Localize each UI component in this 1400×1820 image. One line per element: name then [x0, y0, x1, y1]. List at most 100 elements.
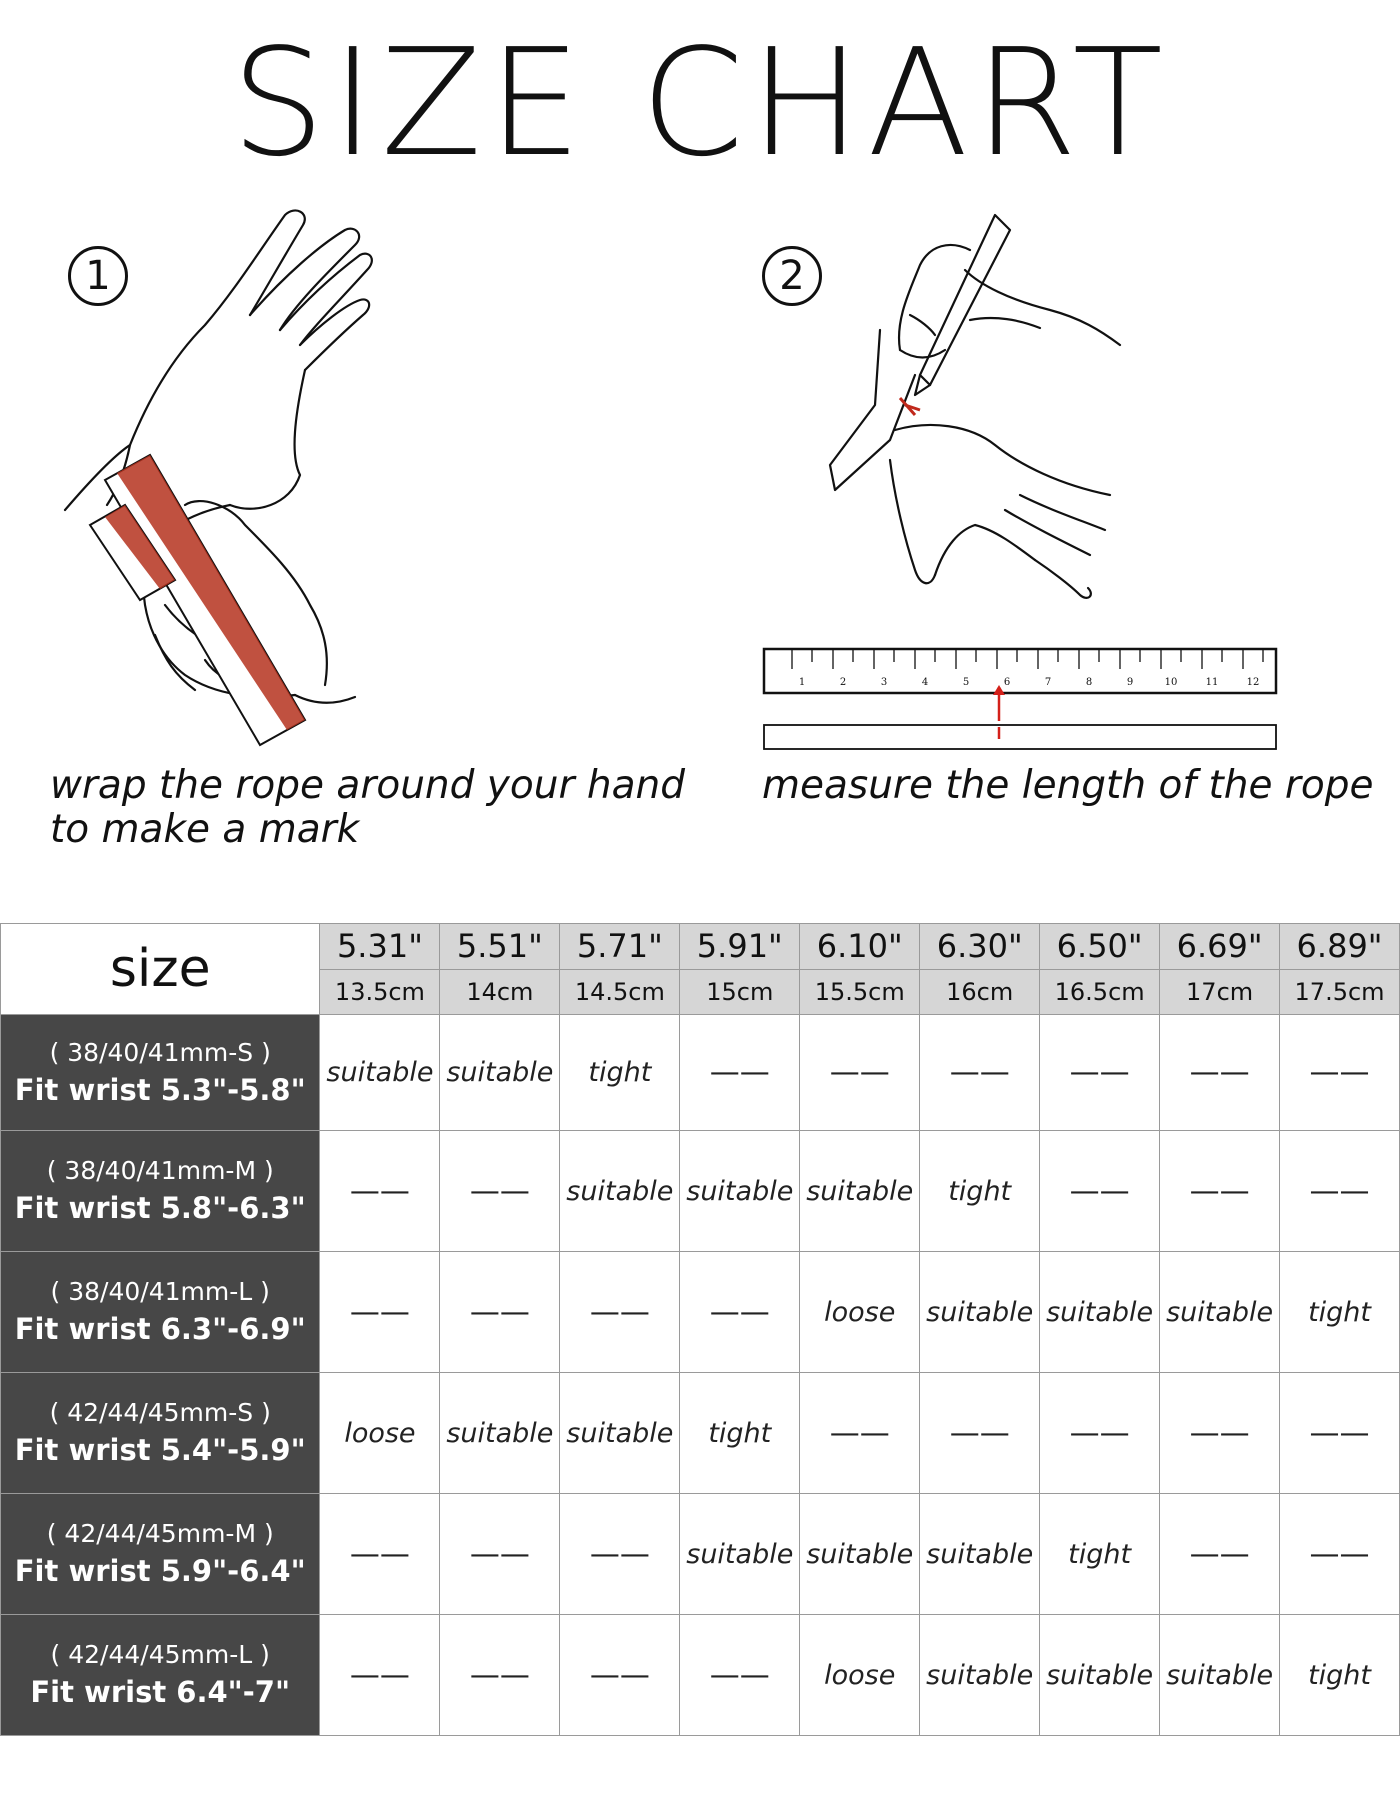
fit-cell: loose — [319, 1372, 441, 1494]
step-2-caption: measure the length of the rope — [762, 764, 1374, 808]
ruler-tick: 1 — [799, 677, 805, 688]
fit-cell: suitable — [919, 1614, 1041, 1736]
fit-cell: —— — [1279, 1014, 1400, 1131]
fit-cell: —— — [679, 1251, 801, 1373]
fit-cell: suitable — [439, 1372, 561, 1494]
ruler-tick: 9 — [1127, 677, 1133, 688]
fit-cell: —— — [799, 1014, 921, 1131]
fit-cell: —— — [439, 1493, 561, 1615]
fit-cell: suitable — [559, 1130, 681, 1252]
row-model: ( 38/40/41mm-M ) — [46, 1156, 274, 1185]
ruler-tick: 6 — [1004, 677, 1010, 688]
column-inches: 5.31" — [319, 923, 441, 970]
row-fit: Fit wrist 5.9"-6.4" — [14, 1554, 306, 1588]
size-table: size 5.31" 5.51" 5.71" 5.91" 6.10" 6.30"… — [0, 923, 1400, 1736]
fit-cell: suitable — [919, 1493, 1041, 1615]
row-header: ( 42/44/45mm-M )Fit wrist 5.9"-6.4" — [0, 1493, 321, 1615]
fit-cell: suitable — [919, 1251, 1041, 1373]
column-cm: 16cm — [919, 968, 1041, 1015]
row-header: ( 38/40/41mm-M ) Fit wrist 5.8"-6.3" — [0, 1130, 321, 1252]
column-cm: 16.5cm — [1039, 968, 1161, 1015]
fit-cell: loose — [799, 1614, 921, 1736]
row-header: ( 42/44/45mm-S )Fit wrist 5.4"-5.9" — [0, 1372, 321, 1494]
fit-cell: suitable — [799, 1493, 921, 1615]
fit-cell: —— — [1279, 1493, 1400, 1615]
fit-cell: tight — [1279, 1614, 1400, 1736]
ruler-tick: 3 — [881, 677, 887, 688]
table-row: ( 42/44/45mm-L )Fit wrist 6.4"-7"———————… — [0, 1614, 1400, 1736]
step-1-caption: wrap the rope around your hand to make a… — [50, 764, 685, 852]
fit-cell: —— — [319, 1614, 441, 1736]
row-fit: Fit wrist 6.4"-7" — [30, 1675, 291, 1709]
fit-cell: —— — [559, 1614, 681, 1736]
row-fit: Fit wrist 5.3"-5.8" — [14, 1072, 306, 1107]
fit-cell: —— — [1279, 1130, 1400, 1252]
column-inches: 6.50" — [1039, 923, 1161, 970]
size-header: size — [0, 923, 321, 1015]
ruler-tick: 5 — [963, 677, 969, 688]
ruler-tick: 12 — [1247, 677, 1260, 688]
hand-wrap-illustration — [63, 209, 373, 747]
fit-cell: —— — [439, 1614, 561, 1736]
ruler-tick: 8 — [1086, 677, 1092, 688]
row-model: ( 38/40/41mm-S ) — [49, 1037, 271, 1067]
fit-cell: suitable — [1159, 1251, 1281, 1373]
column-inches: 5.71" — [559, 923, 681, 970]
hand-pen-illustration — [828, 213, 1122, 599]
fit-cell: suitable — [679, 1130, 801, 1252]
column-cm: 14cm — [439, 968, 561, 1015]
fit-cell: —— — [1279, 1372, 1400, 1494]
fit-cell: —— — [319, 1130, 441, 1252]
column-inches: 5.51" — [439, 923, 561, 970]
fit-cell: suitable — [439, 1014, 561, 1131]
fit-cell: —— — [1039, 1372, 1161, 1494]
fit-cell: tight — [1039, 1493, 1161, 1615]
row-model: ( 42/44/45mm-L ) — [50, 1640, 270, 1669]
row-header: ( 38/40/41mm-L )Fit wrist 6.3"-6.9" — [0, 1251, 321, 1373]
fit-cell: loose — [799, 1251, 921, 1373]
fit-cell: —— — [439, 1251, 561, 1373]
ruler-tick: 7 — [1045, 677, 1051, 688]
column-inches: 6.10" — [799, 923, 921, 970]
fit-cell: suitable — [559, 1372, 681, 1494]
column-inches: 5.91" — [679, 923, 801, 970]
step-2-number: 2 — [762, 246, 822, 306]
fit-cell: —— — [319, 1493, 441, 1615]
fit-cell: suitable — [1039, 1614, 1161, 1736]
row-header: ( 42/44/45mm-L ) Fit wrist 6.4"-7" — [0, 1614, 321, 1736]
table-row: ( 42/44/45mm-S )Fit wrist 5.4"-5.9"loose… — [0, 1372, 1400, 1494]
column-cm: 17cm — [1159, 968, 1281, 1015]
step-1-caption-line-1: wrap the rope around your hand — [50, 763, 685, 808]
fit-cell: —— — [319, 1251, 441, 1373]
table-row: ( 38/40/41mm-L )Fit wrist 6.3"-6.9"—————… — [0, 1251, 1400, 1373]
column-cm: 13.5cm — [319, 968, 441, 1015]
table-row: ( 38/40/41mm-M )Fit wrist 5.8"-6.3"————s… — [0, 1130, 1400, 1252]
row-fit: Fit wrist 5.8"-6.3" — [14, 1191, 306, 1225]
fit-cell: suitable — [1159, 1614, 1281, 1736]
fit-cell: —— — [1159, 1372, 1281, 1494]
red-arrow-icon — [993, 685, 1005, 721]
fit-cell: —— — [799, 1372, 921, 1494]
fit-cell: —— — [1039, 1130, 1161, 1252]
row-fit: Fit wrist 6.3"-6.9" — [14, 1312, 306, 1346]
row-fit: Fit wrist 5.4"-5.9" — [14, 1433, 306, 1467]
ruler-tick: 2 — [840, 677, 846, 688]
step-1-caption-line-2: to make a mark — [50, 807, 360, 852]
ruler-tick-labels: 1 2 3 4 5 6 7 8 9 10 11 12 — [799, 677, 1260, 688]
fit-cell: suitable — [799, 1130, 921, 1252]
table-row: ( 42/44/45mm-M )Fit wrist 5.9"-6.4"—————… — [0, 1493, 1400, 1615]
fit-cell: suitable — [1039, 1251, 1161, 1373]
fit-cell: —— — [1159, 1493, 1281, 1615]
fit-cell: suitable — [679, 1493, 801, 1615]
fit-cell: —— — [1039, 1014, 1161, 1131]
fit-cell: —— — [919, 1372, 1041, 1494]
fit-cell: —— — [1159, 1130, 1281, 1252]
column-cm: 15.5cm — [799, 968, 921, 1015]
column-inches: 6.69" — [1159, 923, 1281, 970]
fit-cell: tight — [679, 1372, 801, 1494]
column-cm: 15cm — [679, 968, 801, 1015]
ruler-tick: 11 — [1206, 677, 1219, 688]
fit-cell: —— — [919, 1014, 1041, 1131]
fit-cell: —— — [439, 1130, 561, 1252]
fit-cell: tight — [559, 1014, 681, 1131]
